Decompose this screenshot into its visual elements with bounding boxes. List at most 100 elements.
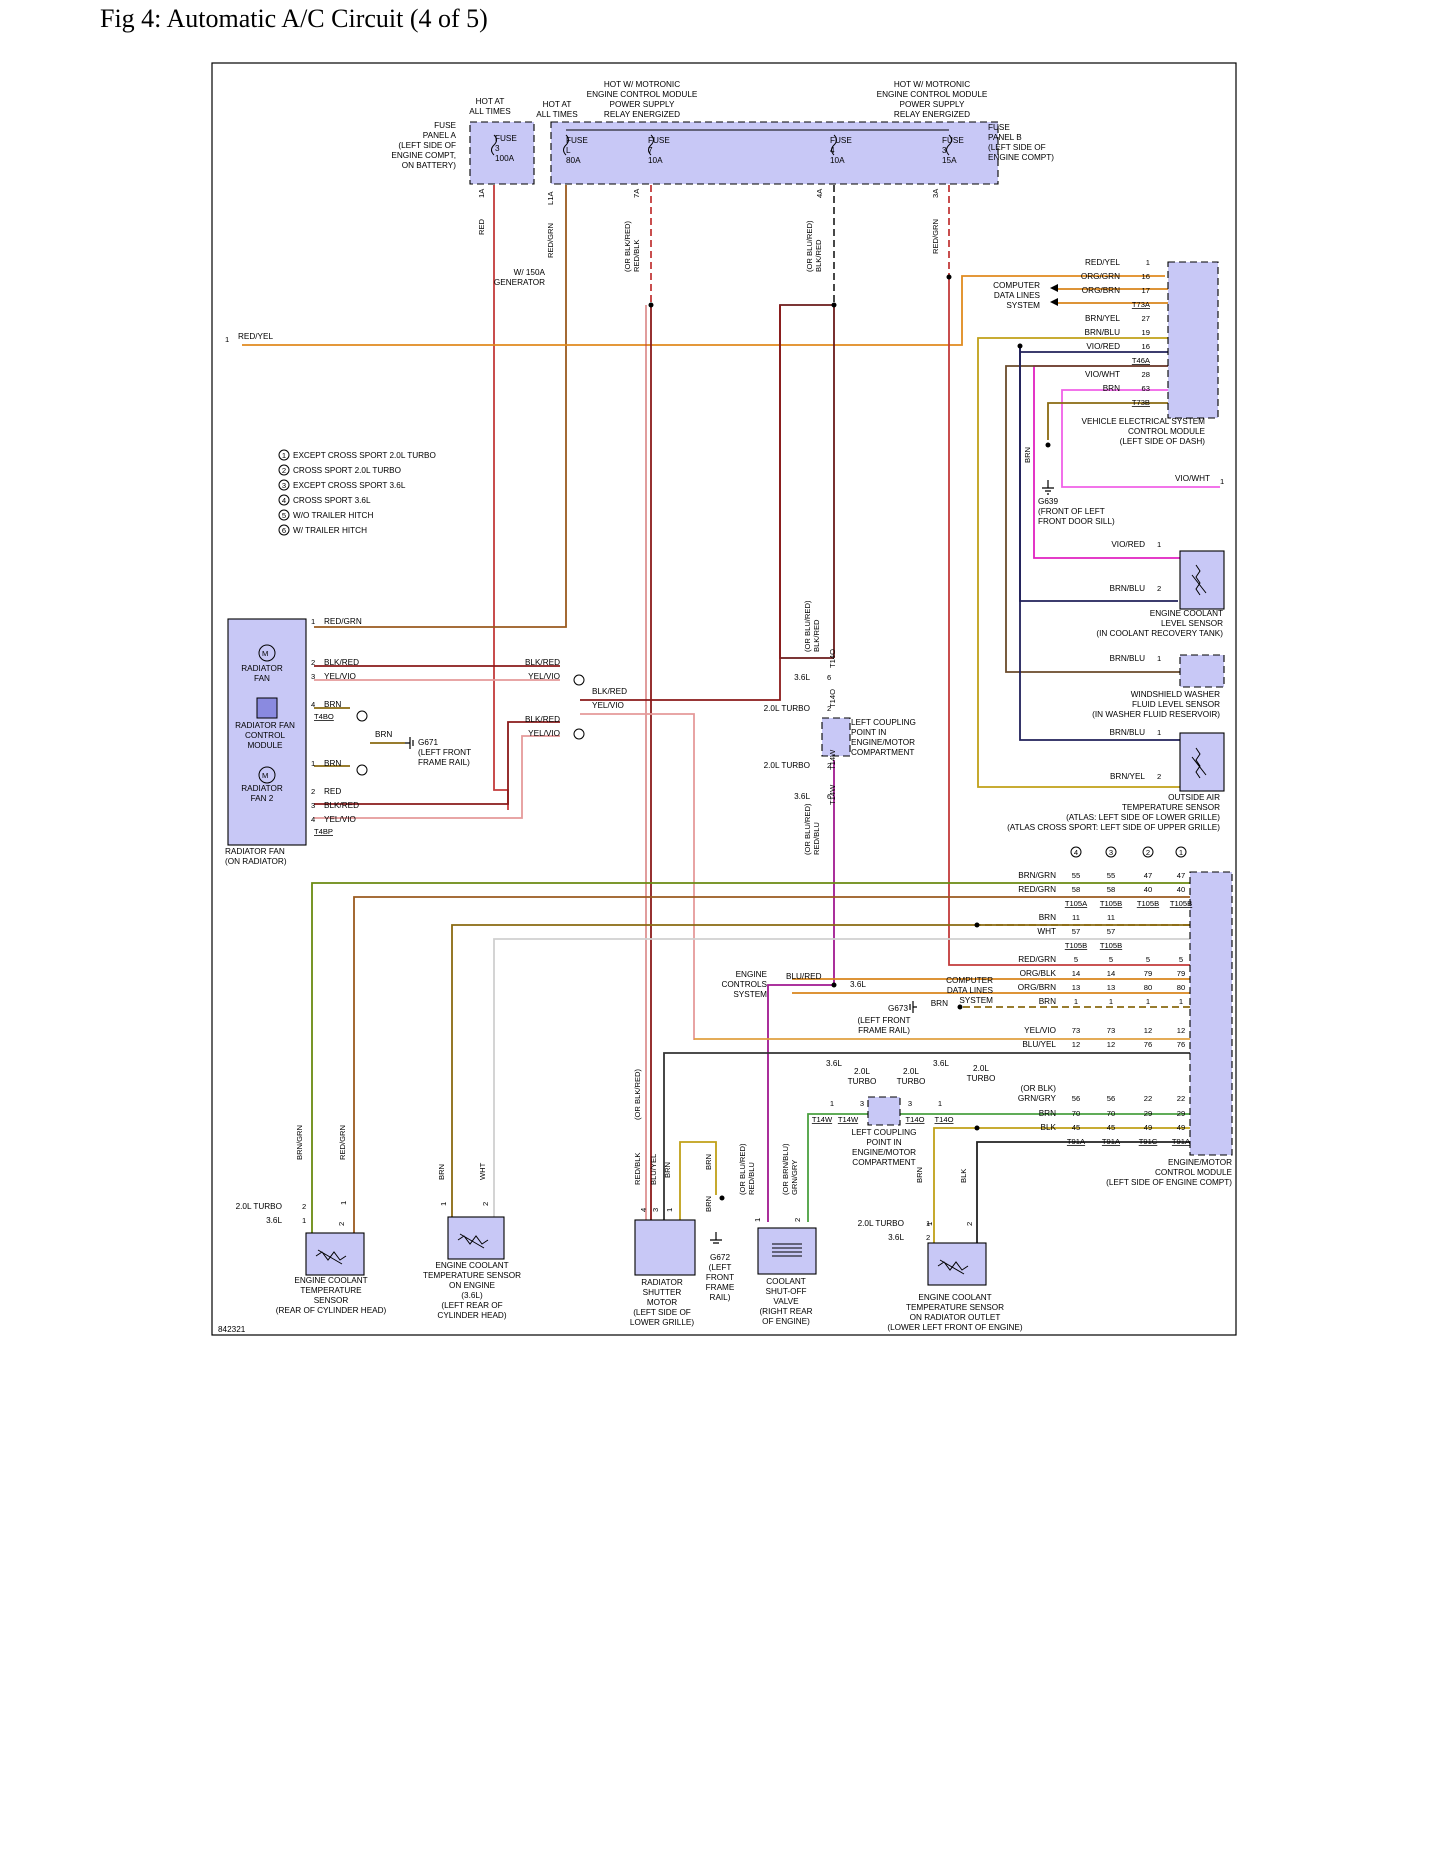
- ecm-pin: 45: [1072, 1123, 1080, 1132]
- oat-sensor-resistor-icon: [1191, 747, 1207, 779]
- label-vertical-labels-pin-4a: 4A: [815, 188, 824, 198]
- label-bottom-ect-engine-pins-0: 1: [439, 1202, 448, 1206]
- label-bottom-ect-outlet-pins-0: 1: [925, 1222, 934, 1226]
- coupling-low-box: [867, 1096, 901, 1126]
- label-fan-module-pins-1-color: BLK/RED: [324, 658, 359, 667]
- label-bottom-ect-rear-variants-1-pin: 1: [302, 1216, 306, 1225]
- variant-marker: [356, 710, 368, 722]
- ecm-wire-label: BRN/GRN: [1018, 871, 1056, 880]
- label-fan-module-pins-6-pin: 2: [311, 787, 315, 796]
- label-vertical-labels-t14o-a: T14O: [828, 649, 837, 668]
- vesc-wire-label: BRN/YEL: [1085, 314, 1120, 323]
- label-bottom-ect-rear-variants-0-text: 2.0L TURBO: [236, 1202, 282, 1211]
- ecm-wire-label: BLU/YEL: [1022, 1040, 1056, 1049]
- variant-head: 4: [1074, 848, 1078, 857]
- label-oat-sensor-wires-0-pin: 1: [1157, 728, 1161, 737]
- label-fan-module-right-labels-0: BLK/RED: [525, 658, 560, 667]
- component-boxes: [227, 121, 1233, 1286]
- ect-rear-pin: 2: [337, 1222, 346, 1226]
- label-vertical-labels-pin-3a: 3A: [931, 188, 940, 198]
- legend-text: EXCEPT CROSS SPORT 3.6L: [293, 481, 406, 490]
- label-vertical-labels-pin-1a: 1A: [477, 188, 486, 198]
- label-bottom-valve-pins-0: 1: [753, 1218, 762, 1222]
- label-vertical-labels-red-blk-bot: RED/BLK: [633, 1153, 642, 1186]
- label-vertical-labels-blk-bot: BLK: [959, 1169, 968, 1183]
- legend-marker: [278, 479, 290, 491]
- label-bottom-ect-outlet-variants-0-text: 2.0L TURBO: [858, 1219, 904, 1228]
- label-bottom-ect-rear-variants-1-text: 3.6L: [266, 1216, 282, 1225]
- label-coupling-low-pins-1: 3: [860, 1099, 864, 1108]
- ecm-pin: 40: [1144, 885, 1152, 894]
- fuse-glyphs: [315, 129, 1207, 1275]
- legend-number: 4: [282, 496, 286, 505]
- variant-marker: [573, 674, 585, 686]
- fuse-a3-icon: [491, 134, 497, 156]
- label-vertical-labels-t14o-b: T14O: [828, 689, 837, 708]
- label-vertical-labels-or-blk-red: (OR BLK/RED)RED/BLK: [623, 220, 641, 272]
- coupling-variant: 3.6L: [794, 673, 810, 682]
- vesc-pin: 16: [1142, 272, 1150, 281]
- ecm-pin: 47: [1144, 871, 1152, 880]
- label-coupling-low-heads-0: 3.6L: [826, 1059, 842, 1068]
- ecm-pin: T91C: [1139, 1137, 1158, 1146]
- ecm-pin: 5: [1179, 955, 1183, 964]
- vesc-pin: 17: [1142, 286, 1150, 295]
- ecm-pin: 70: [1072, 1109, 1080, 1118]
- ecm-pin: 76: [1177, 1040, 1185, 1049]
- vesc-module: [1167, 261, 1219, 419]
- label-fan-module-right-labels-3: YEL/VIO: [592, 701, 624, 710]
- label-bottom-valve-pins-1: 2: [793, 1218, 802, 1222]
- legend-text: EXCEPT CROSS SPORT 2.0L TURBO: [293, 451, 436, 460]
- vesc-pin: 28: [1142, 370, 1150, 379]
- ecm-pin: 80: [1177, 983, 1185, 992]
- legend-number: 1: [282, 451, 286, 460]
- legend-marker: [278, 524, 290, 536]
- coupling-pin: 2: [827, 761, 831, 770]
- shutter-box: [634, 1219, 696, 1276]
- label-bottom-shutter-pins-1: 3: [651, 1208, 660, 1212]
- ecm-pin: 56: [1107, 1094, 1115, 1103]
- ecm-pin: T105B: [1170, 899, 1192, 908]
- label-bottom-shutter-pins-2: 1: [665, 1208, 674, 1212]
- level-sensor-resistor-icon: [1191, 564, 1207, 596]
- label-vertical-labels-red-grn: RED/GRN: [546, 223, 555, 258]
- label-coupling-low-heads-3: 3.6L: [933, 1059, 949, 1068]
- legend-marker: [278, 494, 290, 506]
- variant-marker: [1142, 846, 1154, 858]
- label-coupling-low-pins-0: 1: [830, 1099, 834, 1108]
- label-vertical-labels-t14w-a: T14W: [828, 749, 837, 770]
- legend-marker: [278, 509, 290, 521]
- coupling-variant: 2.0L TURBO: [764, 704, 810, 713]
- ecm-pin: T105B: [1100, 899, 1122, 908]
- fuse-4-icon: [831, 134, 837, 156]
- label-vertical-labels-brn-grn-bot: BRN/GRN: [295, 1125, 304, 1160]
- label-fan-module-pins-0-color: RED/GRN: [324, 617, 362, 626]
- label-fan-module-brn-g671: BRN: [375, 730, 392, 739]
- ecm-pin: T91A: [1102, 1137, 1121, 1146]
- label-fan-module-right-labels-5: YEL/VIO: [528, 729, 560, 738]
- label-vertical-labels-brn-bot: BRN: [437, 1164, 446, 1180]
- label-fan-module-pins-6-color: RED: [324, 787, 341, 796]
- vesc-wire-label: T73B: [1132, 398, 1150, 407]
- radiator-fan-2-motor-icon: [258, 766, 276, 784]
- label-washer-sensor-wires-0-pin: 1: [1157, 654, 1161, 663]
- motor-glyphs: M M: [258, 644, 276, 784]
- ecm-pin: 1: [1146, 997, 1150, 1006]
